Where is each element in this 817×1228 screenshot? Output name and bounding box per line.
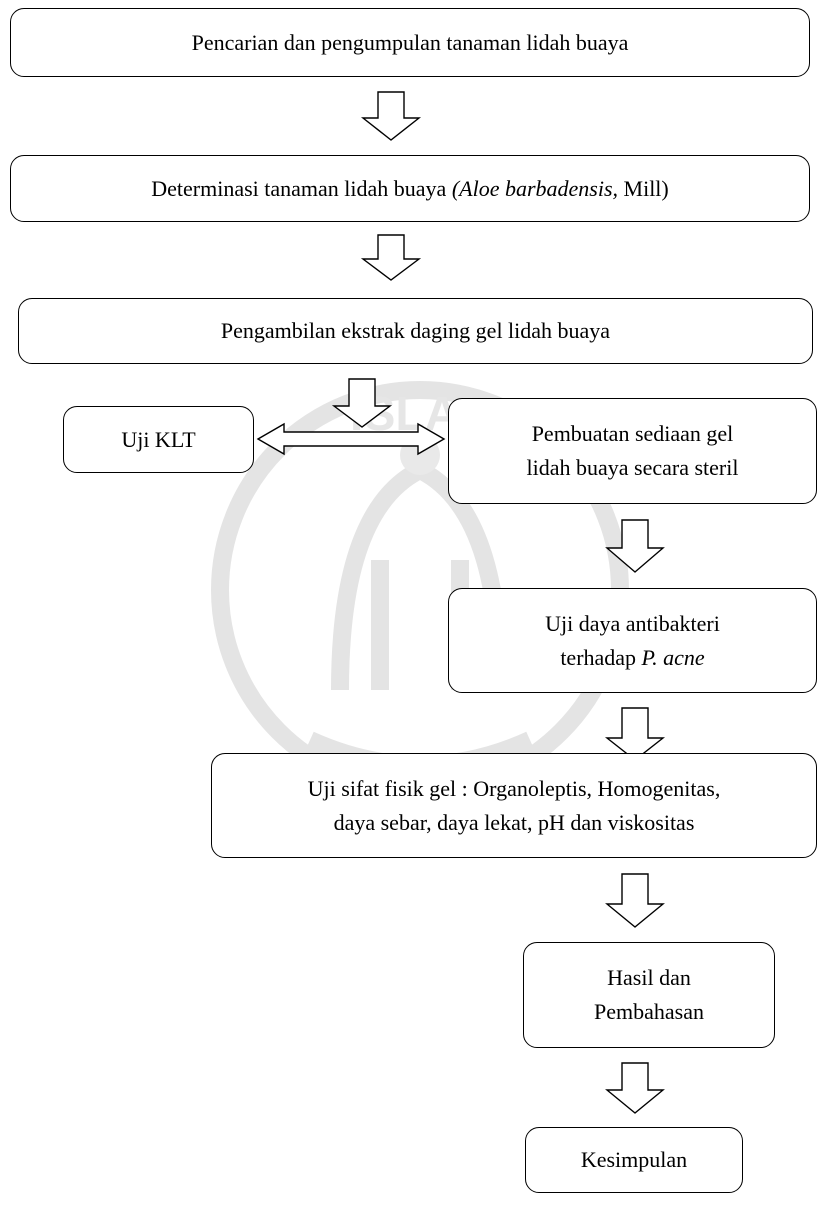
down-arrow-2 [360,234,422,281]
step-pembuatan-sediaan: Pembuatan sediaan gel lidah buaya secara… [448,398,817,504]
step-uji-klt-label: Uji KLT [121,426,196,452]
double-arrow-klt [256,422,446,456]
step-kesimpulan-label: Kesimpulan [580,1147,688,1172]
step-pengambilan: Pengambilan ekstrak daging gel lidah bua… [18,298,813,364]
step-pengambilan-label: Pengambilan ekstrak daging gel lidah bua… [220,318,611,343]
step-hasil-pembahasan: Hasil dan Pembahasan [523,942,775,1048]
step-antibakteri-line2: terhadap P. acne [560,644,705,670]
step-pencarian-label: Pencarian dan pengumpulan tanaman lidah … [191,29,629,55]
step-uji-klt: Uji KLT [63,406,254,473]
step-hasil-line1: Hasil dan [607,965,691,990]
step-pencarian: Pencarian dan pengumpulan tanaman lidah … [10,8,810,77]
down-arrow-6 [605,873,665,928]
step-hasil-line2: Pembahasan [594,999,704,1024]
step-sifat-line2: daya sebar, daya lekat, pH dan viskosita… [333,809,695,835]
step-uji-antibakteri: Uji daya antibakteri terhadap P. acne [448,588,817,693]
down-arrow-3 [331,378,393,428]
down-arrow-7 [605,1062,665,1114]
step-antibakteri-line1: Uji daya antibakteri [545,610,720,636]
step-pembuatan-line1: Pembuatan sediaan gel [531,421,734,446]
down-arrow-1 [360,91,422,141]
down-arrow-4 [605,519,665,573]
step-determinasi-label: Determinasi tanaman lidah buaya (Aloe ba… [151,175,669,201]
step-determinasi: Determinasi tanaman lidah buaya (Aloe ba… [10,155,810,222]
step-pembuatan-line2: lidah buaya secara steril [526,455,739,480]
down-arrow-5 [604,707,666,761]
step-kesimpulan: Kesimpulan [525,1127,743,1193]
step-sifat-line1: Uji sifat fisik gel : Organoleptis, Homo… [307,775,721,801]
step-uji-sifat-fisik: Uji sifat fisik gel : Organoleptis, Homo… [211,753,817,858]
